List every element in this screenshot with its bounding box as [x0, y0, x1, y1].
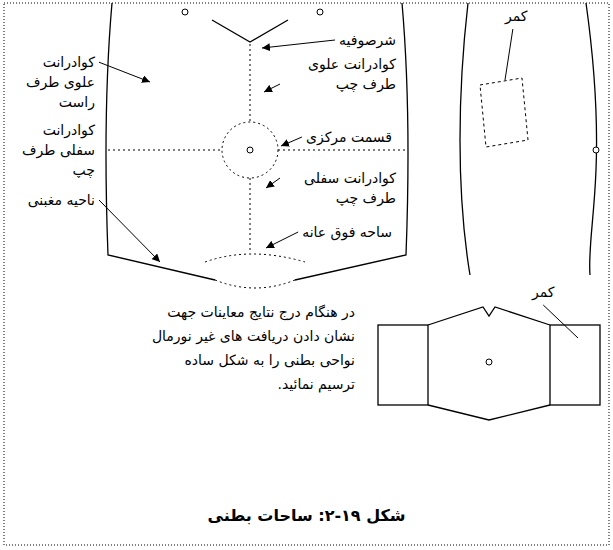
region-label: کوادرانت علوی طرف راست	[10, 52, 95, 112]
side-outline	[586, 3, 597, 275]
simple-outline	[428, 405, 550, 420]
horizontal-line	[278, 150, 406, 151]
region-label: ساحه فوق عانه	[302, 222, 392, 242]
midline	[250, 178, 251, 252]
leader-line	[505, 29, 513, 80]
umbilicus	[486, 359, 492, 365]
torso-outline	[106, 3, 215, 280]
leader-line	[543, 305, 578, 338]
horizontal-line	[108, 150, 222, 151]
nipple-mark	[317, 9, 323, 15]
umbilical-region	[222, 122, 278, 178]
region-label: ناحیه مغبنی	[10, 190, 95, 210]
suprapubic-line	[215, 280, 295, 288]
leader-line	[262, 40, 335, 48]
leader-line	[264, 84, 280, 92]
region-label: قسمت مرکزی	[306, 127, 392, 147]
region-label: کمر	[505, 6, 527, 26]
flank-box	[378, 325, 428, 405]
region-label: کوادرانت سفلی طرف چپ	[10, 120, 95, 180]
region-label: شرصوفیه	[339, 30, 396, 50]
leader-line	[99, 62, 150, 82]
leader-line	[266, 178, 280, 188]
figure-frame	[4, 3, 609, 545]
umbilicus	[593, 147, 599, 153]
nipple-mark	[182, 9, 188, 15]
leader-line	[266, 232, 298, 248]
side-outline	[460, 3, 470, 275]
instruction-note: در هنگام درج نتایج معاینات جهت نشان دادن…	[150, 300, 355, 396]
simple-outline	[428, 307, 550, 325]
region-label: کوادرانت علوی طرف چپ	[284, 54, 396, 94]
xiphoid-notch	[212, 20, 288, 42]
flank-area	[480, 78, 528, 147]
figure-caption: شکل ۱۹-۲: ساحات بطنی	[0, 505, 613, 527]
suprapubic-line	[205, 254, 305, 262]
umbilicus	[247, 147, 253, 153]
region-label: کمر	[532, 282, 554, 302]
leader-line	[99, 200, 160, 262]
leader-line	[281, 137, 302, 146]
midline	[250, 44, 251, 122]
flank-box	[550, 325, 600, 405]
torso-outline	[295, 3, 408, 280]
region-label: کوادرانت سفلی طرف چپ	[284, 168, 396, 208]
